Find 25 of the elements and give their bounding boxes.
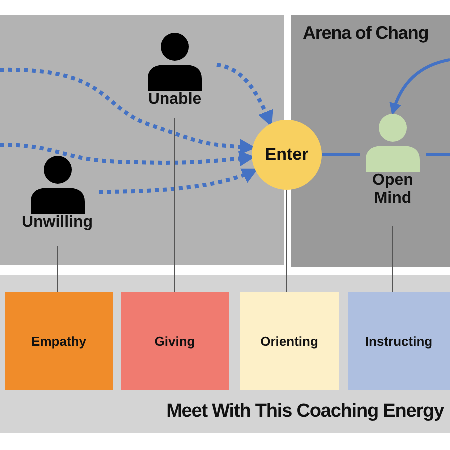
band-background [0,275,450,433]
energy-card [121,292,229,390]
energy-label: Giving [154,334,196,348]
arrow [390,58,450,116]
leader-line [286,190,288,292]
energy-card [240,292,339,390]
energy-label: Empathy [32,334,86,348]
energy-card [5,292,113,390]
energy-card [348,292,450,390]
connector-line [322,154,360,156]
arrow [0,68,256,156]
leader-line [392,226,394,292]
leader-line [57,246,58,292]
step-label: Enter [265,145,309,165]
panel-title: Arena of Chang [303,23,429,44]
leader-line [174,118,176,292]
band-title: Meet With This Coaching Energy [166,401,444,423]
person-label: Open Mind [372,172,414,209]
energy-label: Orienting [260,334,318,348]
person-label: Unable [148,91,202,110]
person-label: Unwilling [22,214,94,232]
connector-line [426,154,450,156]
arrow [216,63,274,127]
energy-label: Instructing [365,334,433,348]
arrow [98,168,258,194]
